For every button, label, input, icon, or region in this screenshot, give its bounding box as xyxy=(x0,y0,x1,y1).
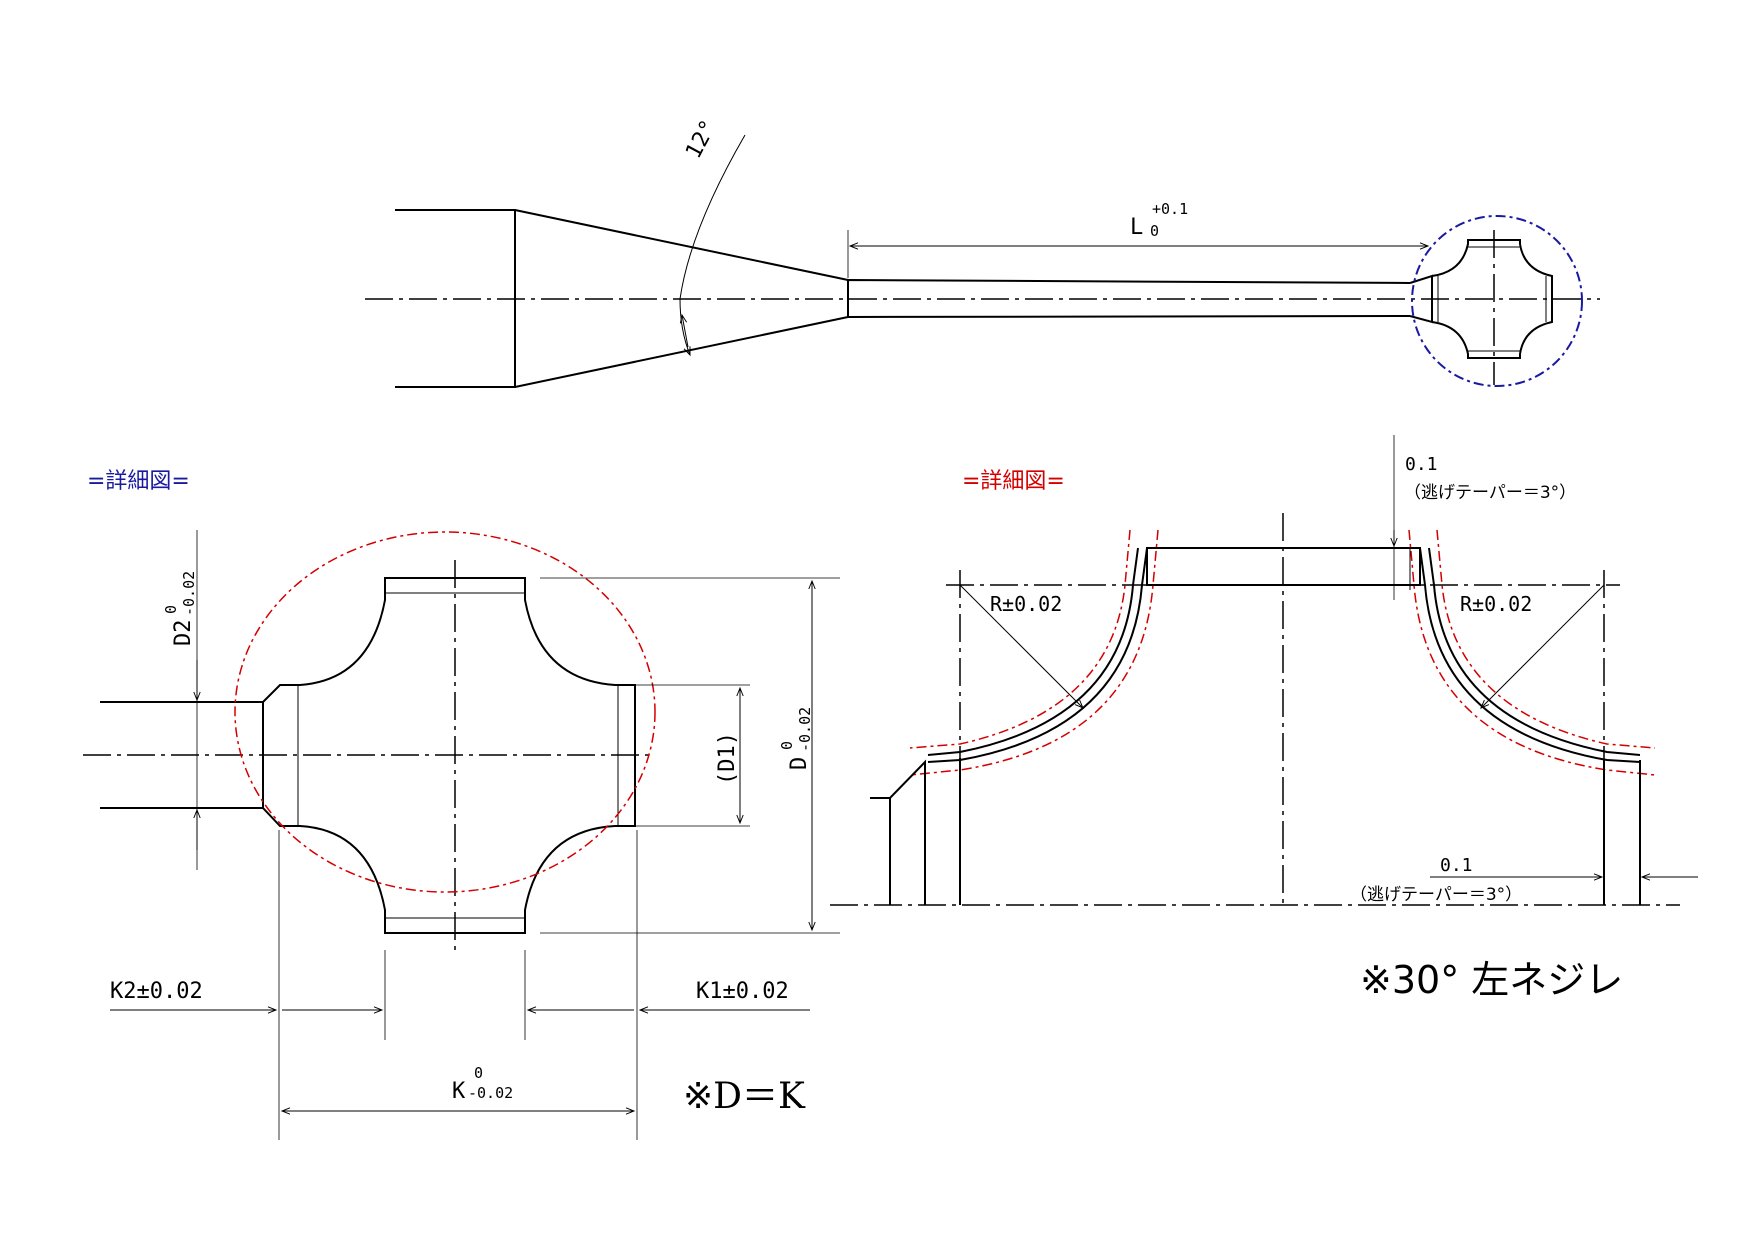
radius-right-label: R±0.02 xyxy=(1460,592,1532,616)
length-dim-upper: +0.1 xyxy=(1152,200,1188,218)
d-dim: D 0 -0.02 xyxy=(778,707,814,770)
left-profile-red-outer xyxy=(909,529,1159,776)
left-profile-red-inner xyxy=(909,529,1131,749)
left-profile-inner xyxy=(927,547,1139,756)
length-dim-lower: 0 xyxy=(1150,222,1159,240)
tip-cross-small xyxy=(1409,230,1553,385)
k-dim-lower: -0.02 xyxy=(468,1084,513,1102)
angle-arc xyxy=(679,134,746,357)
k2-label: K2±0.02 xyxy=(110,979,203,1004)
right-profile-red-outer xyxy=(1408,529,1656,776)
d-dim-upper: 0 xyxy=(778,741,796,750)
radius-leader-left xyxy=(959,584,1084,709)
note-d-equals-k: ※D＝K xyxy=(683,1076,806,1117)
top-view: 12° L +0.1 0 xyxy=(365,116,1600,388)
d1-label: (D1) xyxy=(715,732,740,785)
length-dim-base: L xyxy=(1130,215,1143,240)
d-dim-base: D xyxy=(787,757,812,770)
d-dim-lower: -0.02 xyxy=(796,707,814,752)
right-step xyxy=(1603,760,1641,905)
top-relief-value: 0.1 xyxy=(1405,454,1438,475)
top-relief-text: （逃げテーパー＝3°） xyxy=(1404,483,1576,503)
bottom-relief-value: 0.1 xyxy=(1440,855,1473,876)
detail-ellipse-red xyxy=(234,531,656,893)
d2-dim-upper: 0 xyxy=(162,605,180,614)
right-profile-outer xyxy=(1419,547,1641,763)
detail-right-title: =詳細図= xyxy=(962,469,1065,494)
note-30-left-twist: ※30° 左ネジレ xyxy=(1360,958,1623,1002)
detail-right: =詳細図= R±0.02 R±0.02 0.1 （逃 xyxy=(830,435,1698,1002)
angle-arrow-lower xyxy=(679,313,689,348)
left-profile-outer xyxy=(927,547,1148,763)
d2-dim: D2 0 -0.02 xyxy=(162,571,198,646)
detail-left: =詳細図= D2 0 -0.02 (D1) D 0 xyxy=(83,469,840,1140)
neck-outline xyxy=(847,279,1411,318)
radius-left-label: R±0.02 xyxy=(990,592,1062,616)
right-profile-inner xyxy=(1428,547,1641,756)
left-step xyxy=(870,758,961,905)
k-dim-base: K xyxy=(452,1079,466,1104)
radius-leader-right xyxy=(1480,584,1605,709)
right-profile-red-inner xyxy=(1436,529,1656,749)
angle-label: 12° xyxy=(681,116,722,163)
k-dim-upper: 0 xyxy=(474,1064,483,1082)
taper-outline xyxy=(514,209,849,388)
d2-dim-lower: -0.02 xyxy=(180,571,198,616)
k1-label: K1±0.02 xyxy=(696,979,789,1004)
detail-circle-blue xyxy=(1411,215,1583,387)
d2-dim-base: D2 xyxy=(171,620,196,647)
detail-left-title: =詳細図= xyxy=(87,469,190,494)
bottom-relief-text: （逃げテーパー＝3°） xyxy=(1350,885,1522,905)
